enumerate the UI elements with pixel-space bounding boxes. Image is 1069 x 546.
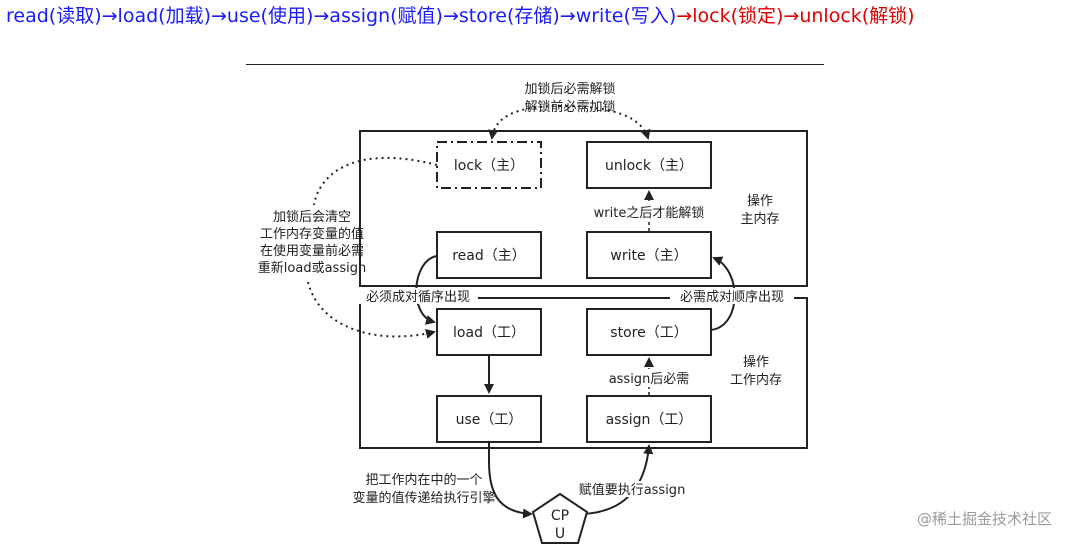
lock-unlock-dotted-arrow-right bbox=[559, 105, 651, 140]
to-engine-label-2: 变量的值传递给执行引擎 bbox=[352, 490, 495, 506]
assign-box-label: assign（工） bbox=[606, 412, 693, 428]
lock-unlock-label-1: 加锁后必需解锁 bbox=[524, 81, 615, 97]
lock-unlock-dotted-arrow-left bbox=[488, 105, 561, 140]
step-write-name: write bbox=[575, 5, 624, 27]
unlock-box bbox=[586, 141, 712, 189]
step-read-translation: (读取) bbox=[48, 5, 102, 27]
main-memory-label-2: 主内存 bbox=[740, 211, 779, 227]
step-lock-translation: (锁定) bbox=[730, 5, 784, 27]
use-to-cpu-arrow bbox=[488, 442, 533, 519]
read-load-pair-label: 必须成对循序出现 bbox=[366, 290, 470, 305]
step-load-name: load bbox=[117, 5, 159, 27]
step-read-name: read bbox=[6, 5, 49, 27]
cpu-to-assign-arrow bbox=[582, 444, 654, 515]
load-box-label: load（工） bbox=[453, 325, 525, 341]
assign-before-store-label: assign后必需 bbox=[609, 372, 690, 387]
write-box bbox=[586, 231, 712, 279]
use-box bbox=[436, 395, 542, 443]
sequence-arrow: → bbox=[559, 5, 576, 27]
write-before-unlock-label: write之后才能解锁 bbox=[594, 205, 705, 221]
step-unlock-name: unlock bbox=[799, 5, 862, 27]
operation-sequence-heading: read(读取)→load(加载)→use(使用)→assign(赋值)→sto… bbox=[6, 4, 915, 28]
sequence-arrow: → bbox=[210, 5, 227, 27]
lock-unlock-label-2: 解锁前必需加锁 bbox=[524, 99, 615, 115]
work-memory-label-1: 操作 bbox=[743, 354, 769, 370]
cpu-label-2: U bbox=[555, 526, 565, 542]
read-box-label: read（主） bbox=[452, 248, 526, 264]
lock-box bbox=[436, 141, 542, 189]
clear-note-line-1: 加锁后会清空 bbox=[273, 209, 351, 225]
store-write-pair-label: 必需成对顺序出现 bbox=[680, 290, 784, 305]
cpu-pentagon bbox=[531, 492, 589, 544]
use-box-label: use（工） bbox=[456, 412, 523, 428]
step-assign-translation: (赋值) bbox=[390, 5, 443, 27]
divider-line bbox=[246, 64, 824, 65]
clear-note-line-4: 重新load或assign bbox=[258, 260, 366, 276]
read-to-load-arrow bbox=[415, 255, 438, 325]
main-memory-label-1: 操作 bbox=[747, 193, 773, 209]
assign-box bbox=[586, 395, 712, 443]
step-load-translation: (加载) bbox=[158, 5, 211, 27]
store-box-label: store（工） bbox=[610, 325, 687, 341]
watermark: @稀土掘金技术社区 bbox=[917, 510, 1052, 528]
sequence-arrow: → bbox=[442, 5, 459, 27]
sequence-arrow: → bbox=[313, 5, 330, 27]
main-memory-region bbox=[359, 130, 808, 287]
step-use-name: use bbox=[226, 5, 261, 27]
sequence-arrow: → bbox=[783, 5, 800, 27]
clear-note-line-3: 在使用变量前必需 bbox=[260, 243, 364, 259]
step-unlock-translation: (解锁) bbox=[861, 5, 915, 27]
step-use-translation: (使用) bbox=[260, 5, 314, 27]
store-box bbox=[586, 308, 712, 356]
lock-to-load-dotted-arrow bbox=[307, 156, 437, 337]
step-assign-name: assign bbox=[329, 5, 391, 27]
clear-note-line-2: 工作内存变量的值 bbox=[260, 226, 364, 242]
work-memory-region bbox=[359, 297, 808, 449]
work-memory-label-2: 工作内存 bbox=[730, 372, 782, 388]
sequence-arrow: → bbox=[676, 5, 693, 27]
write-box-label: write（主） bbox=[610, 248, 687, 264]
lock-box-label: lock（主） bbox=[454, 158, 524, 174]
step-store-name: store bbox=[458, 5, 507, 27]
read-box bbox=[436, 231, 542, 279]
cpu-label-1: CP bbox=[551, 508, 569, 524]
from-engine-label: 赋值要执行assign bbox=[579, 482, 686, 498]
step-store-translation: (存储) bbox=[506, 5, 560, 27]
unlock-box-label: unlock（主） bbox=[605, 158, 693, 174]
sequence-arrow: → bbox=[101, 5, 118, 27]
step-lock-name: lock bbox=[692, 5, 731, 27]
to-engine-label-1: 把工作内在中的一个 bbox=[365, 472, 482, 488]
step-write-translation: (写入) bbox=[623, 5, 677, 27]
